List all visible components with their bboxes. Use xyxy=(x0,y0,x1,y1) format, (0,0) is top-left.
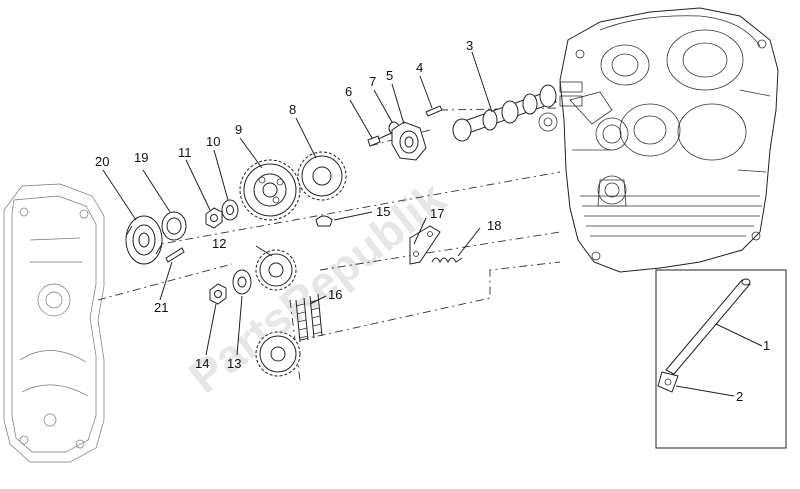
label-6: 6 xyxy=(345,84,352,99)
label-14: 14 xyxy=(195,356,209,371)
label-21: 21 xyxy=(154,300,168,315)
label-11: 11 xyxy=(178,145,192,160)
label-15: 15 xyxy=(376,204,390,219)
label-2: 2 xyxy=(736,389,743,404)
label-7: 7 xyxy=(369,74,376,89)
part-8-gear xyxy=(297,151,347,201)
part-labels: 20 19 11 10 9 8 6 7 5 4 3 15 17 18 12 16… xyxy=(95,38,770,404)
label-20: 20 xyxy=(95,154,109,169)
part-20-seal-flange xyxy=(125,215,163,265)
part-5-flange xyxy=(391,121,427,161)
part-12-small-gear xyxy=(255,249,297,291)
part-18-spring xyxy=(431,257,463,264)
part-10-washer xyxy=(221,199,239,221)
label-4: 4 xyxy=(416,60,423,75)
label-12: 12 xyxy=(212,236,226,251)
part-13-washer xyxy=(232,269,252,295)
label-17: 17 xyxy=(430,206,444,221)
lower-sprocket xyxy=(255,331,301,377)
part-19-seal-ring xyxy=(161,211,187,241)
part-14-nut xyxy=(209,283,227,305)
engine-block xyxy=(538,7,779,273)
part-9-large-gear xyxy=(239,159,301,221)
tool-inset-box xyxy=(655,269,787,449)
timing-cover xyxy=(3,183,105,463)
label-1: 1 xyxy=(763,338,770,353)
part-6-bolt xyxy=(367,131,395,147)
label-8: 8 xyxy=(289,102,296,117)
part-3-camshaft xyxy=(452,84,557,142)
label-10: 10 xyxy=(206,134,220,149)
leader-lines xyxy=(102,51,763,397)
label-16: 16 xyxy=(328,287,342,302)
label-18: 18 xyxy=(487,218,501,233)
part-21-dowel xyxy=(165,247,185,263)
label-19: 19 xyxy=(134,150,148,165)
label-3: 3 xyxy=(466,38,473,53)
part-15-key xyxy=(315,215,333,227)
part-16-chain xyxy=(295,293,323,343)
label-13: 13 xyxy=(227,356,241,371)
part-11-nut xyxy=(205,207,223,229)
label-5: 5 xyxy=(386,68,393,83)
part-4-pin xyxy=(425,105,443,117)
label-9: 9 xyxy=(235,122,242,137)
